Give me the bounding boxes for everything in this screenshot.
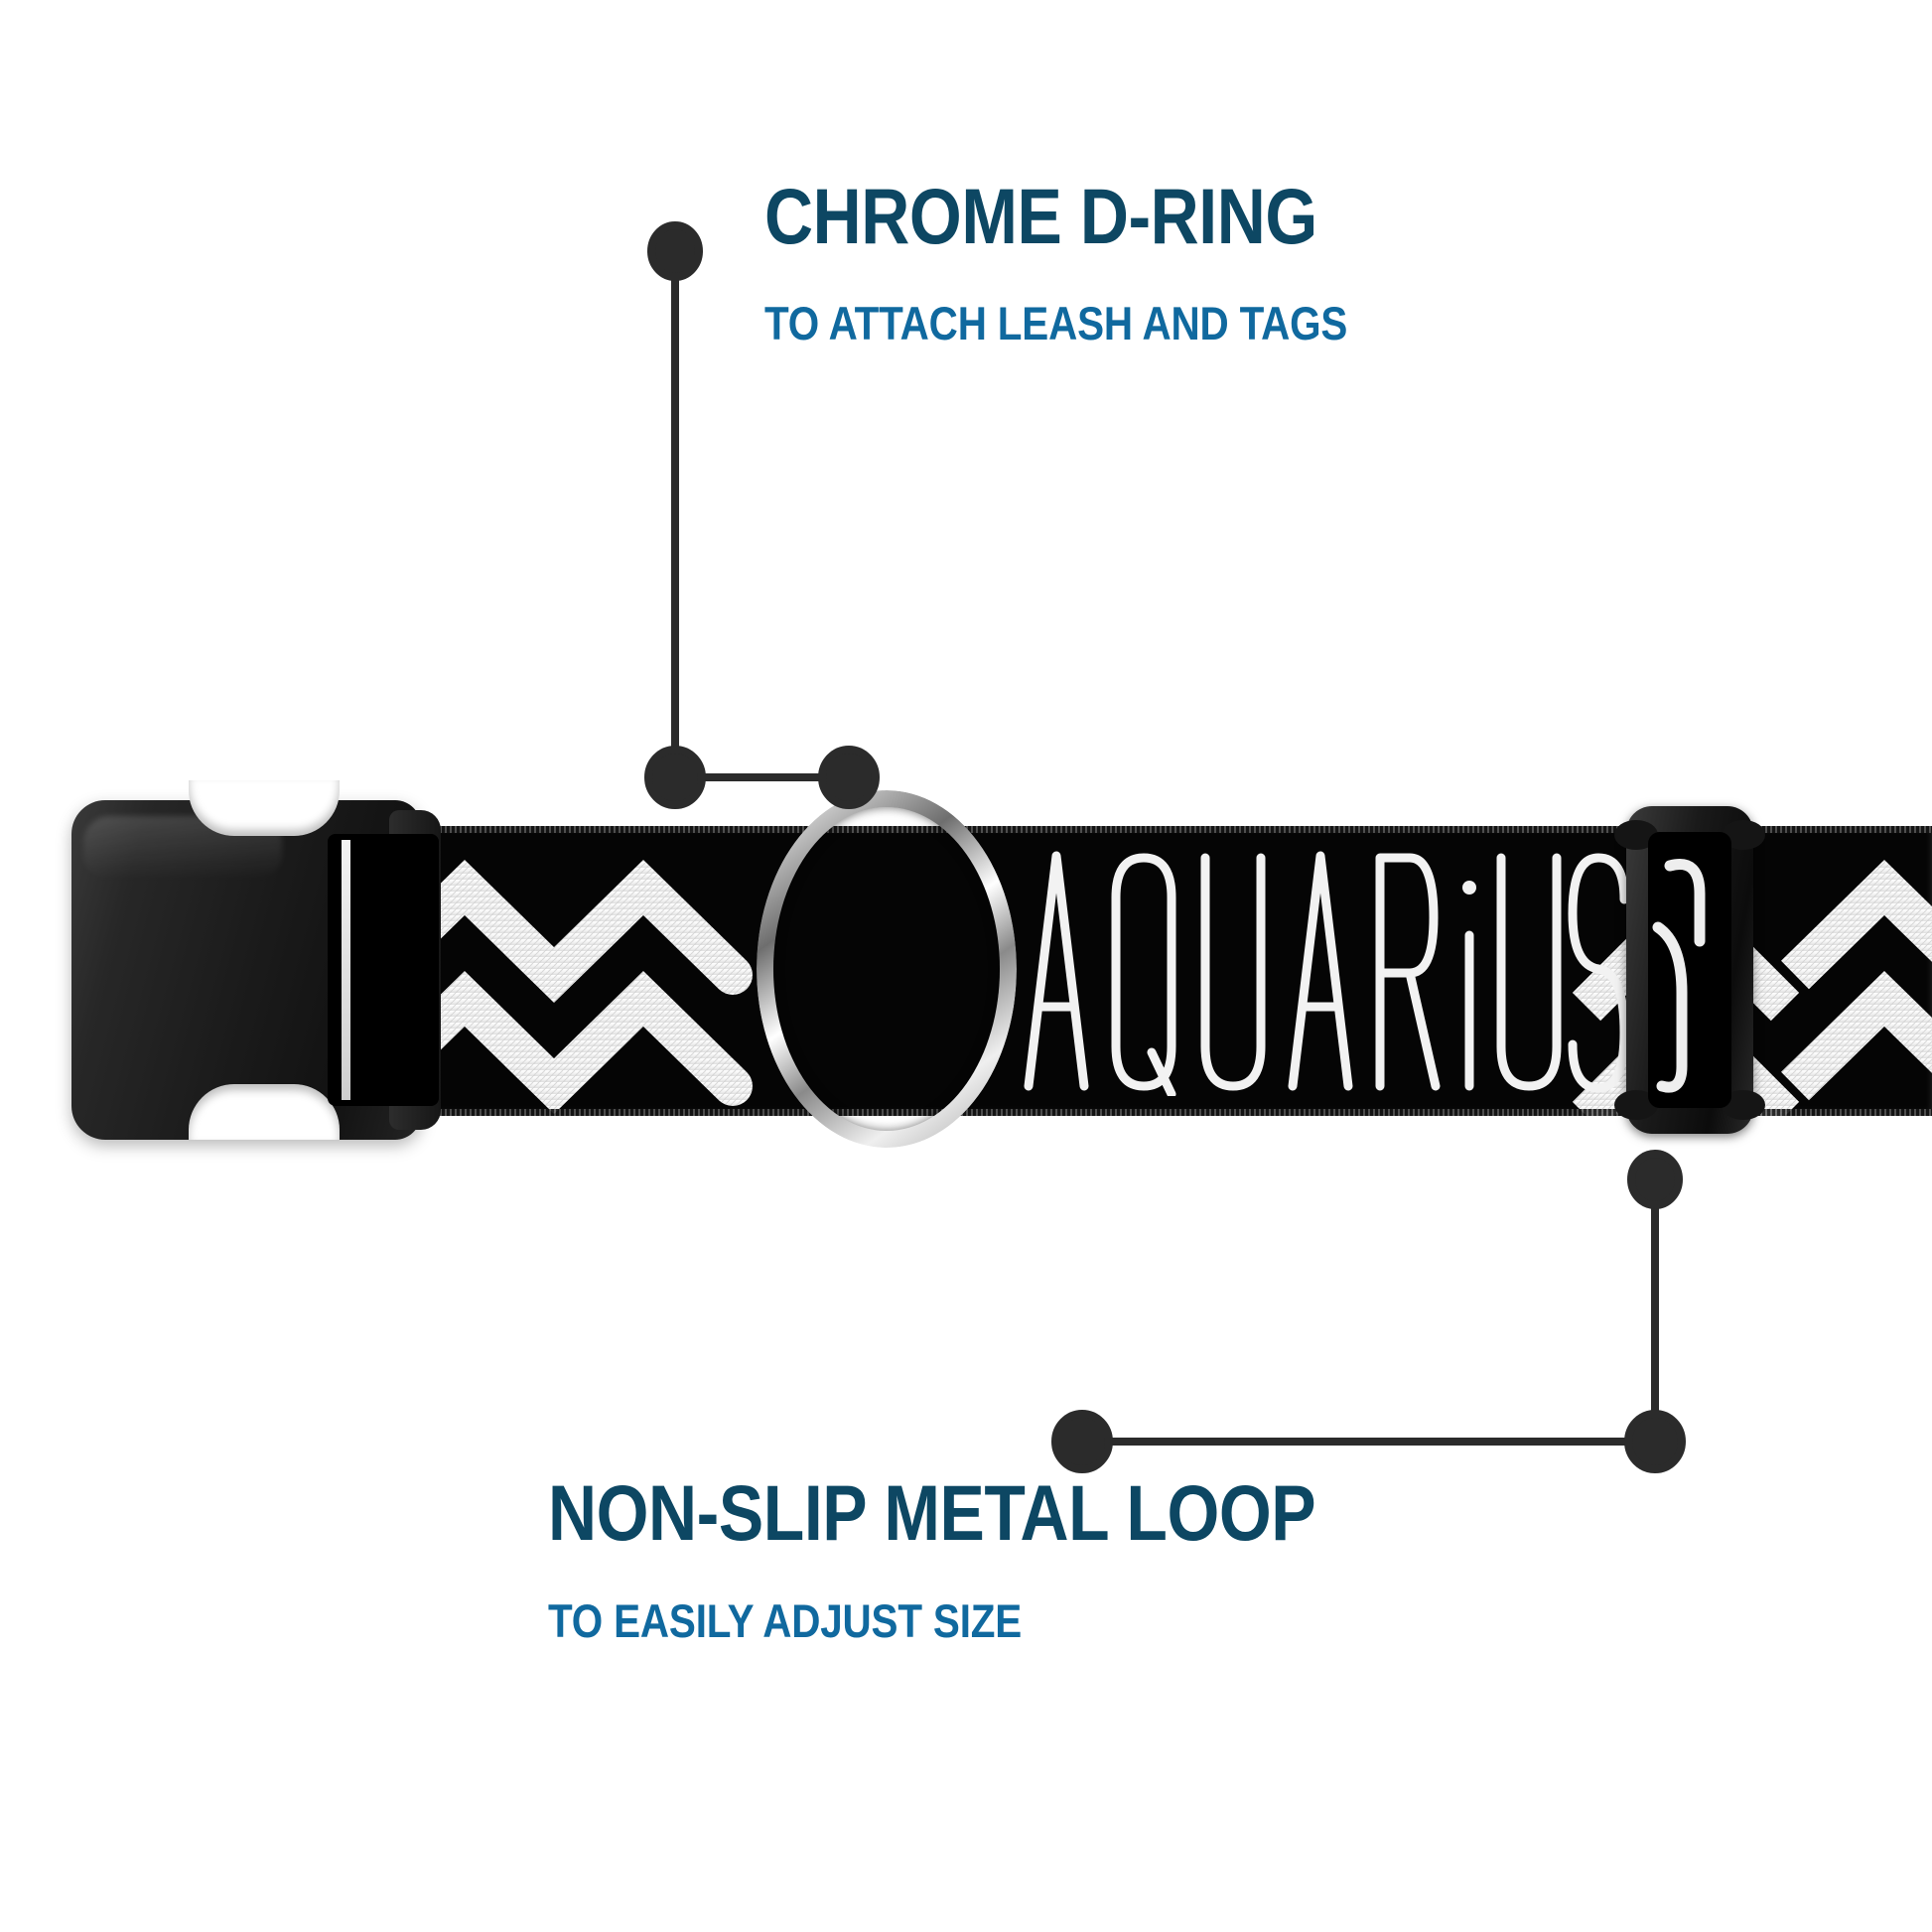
non-slip-metal-loop bbox=[1614, 806, 1765, 1134]
loop-visible-webbing bbox=[1652, 859, 1706, 1093]
d-ring-inner-shadow bbox=[773, 807, 1000, 1131]
side-release-buckle bbox=[71, 780, 459, 1160]
chrome-d-ring bbox=[757, 790, 1017, 1148]
callout-subtitle-non-slip-metal-loop: TO EASILY ADJUST SIZE bbox=[548, 1594, 1023, 1647]
buckle-webbing-slot bbox=[328, 834, 439, 1106]
loop-window bbox=[1648, 832, 1731, 1108]
callout-title-chrome-d-ring: CHROME D-RING bbox=[764, 172, 1317, 260]
buckle-webbing-edge bbox=[342, 840, 350, 1100]
callout-title-non-slip-metal-loop: NON-SLIP METAL LOOP bbox=[548, 1468, 1316, 1557]
callout-subtitle-chrome-d-ring: TO ATTACH LEASH AND TAGS bbox=[764, 297, 1348, 349]
d-ring-metal-band bbox=[757, 790, 1017, 1148]
buckle-notch-bottom bbox=[189, 1084, 340, 1140]
buckle-notch-top bbox=[189, 780, 340, 836]
